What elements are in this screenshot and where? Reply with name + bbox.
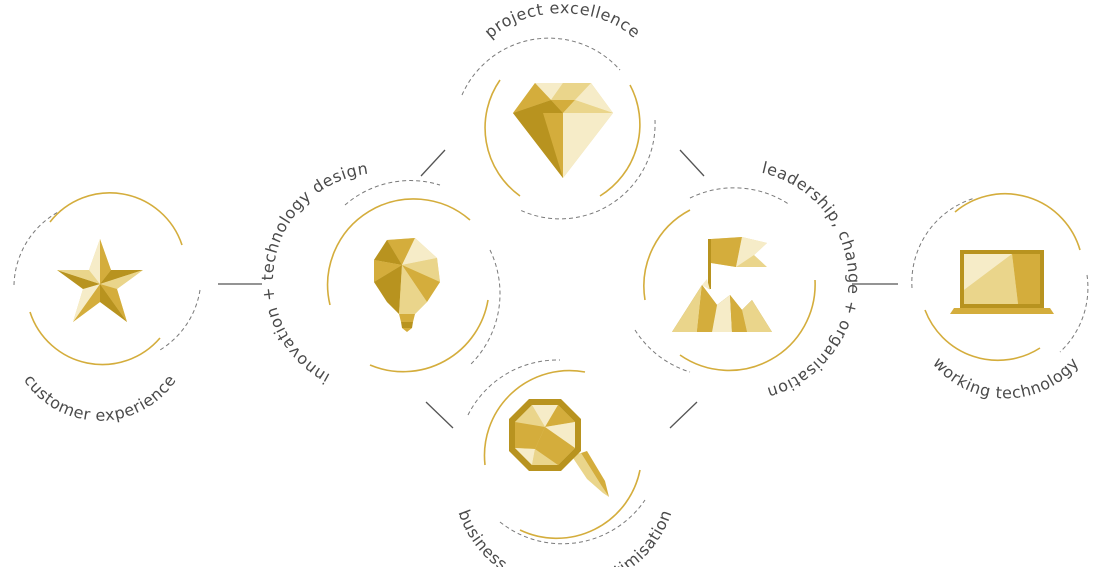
node-customer-experience: customer experience — [13, 192, 201, 425]
dashed-ring — [634, 329, 691, 373]
connector-business-leadership — [669, 401, 698, 429]
dashed-ring — [1059, 274, 1089, 353]
solid-ring — [924, 309, 1041, 362]
label-innovation-technology-design: innovation + technology design — [258, 159, 370, 388]
connector-innovation-project — [420, 149, 446, 177]
dashed-ring — [499, 499, 646, 545]
diamond-icon — [513, 83, 613, 178]
solid-ring — [954, 193, 1081, 251]
solid-ring — [326, 198, 471, 306]
node-business-analysis-optimisation: business analysis + optimisation — [454, 359, 675, 567]
label-project-excellence: project excellence — [481, 0, 645, 42]
star-icon — [57, 239, 143, 322]
label-business-analysis-optimisation: business analysis + optimisation — [454, 507, 675, 567]
solid-ring — [369, 299, 489, 373]
lightbulb-icon — [374, 238, 440, 332]
solid-ring — [484, 79, 521, 197]
connectors — [218, 149, 898, 429]
connector-project-leadership — [679, 149, 705, 177]
node-innovation-technology-design: innovation + technology design — [258, 159, 501, 388]
connector-innovation-business — [425, 401, 454, 429]
solid-ring — [679, 279, 816, 372]
dashed-ring — [467, 359, 561, 416]
mountain-flag-icon — [672, 237, 772, 332]
dashed-ring — [344, 180, 441, 206]
magnifier-icon — [509, 399, 609, 497]
laptop-icon — [950, 250, 1054, 314]
dashed-ring — [689, 187, 791, 206]
label-leadership-change-organisation: leadership, change + organisation — [760, 158, 863, 403]
node-leadership-change-organisation: leadership, change + organisation — [634, 158, 863, 403]
node-working-technology: working technology — [911, 193, 1089, 402]
dashed-ring — [461, 37, 621, 96]
dashed-ring — [159, 289, 201, 351]
solid-ring — [49, 192, 183, 246]
dashed-ring — [13, 209, 63, 286]
solid-ring — [643, 209, 691, 301]
dashed-ring — [911, 197, 976, 289]
solid-ring — [29, 311, 161, 366]
solid-ring — [599, 84, 641, 197]
solid-ring — [519, 469, 641, 540]
label-customer-experience: customer experience — [20, 371, 180, 425]
node-project-excellence: project excellence — [461, 0, 656, 220]
solid-ring — [483, 369, 586, 466]
dashed-ring — [469, 249, 501, 366]
